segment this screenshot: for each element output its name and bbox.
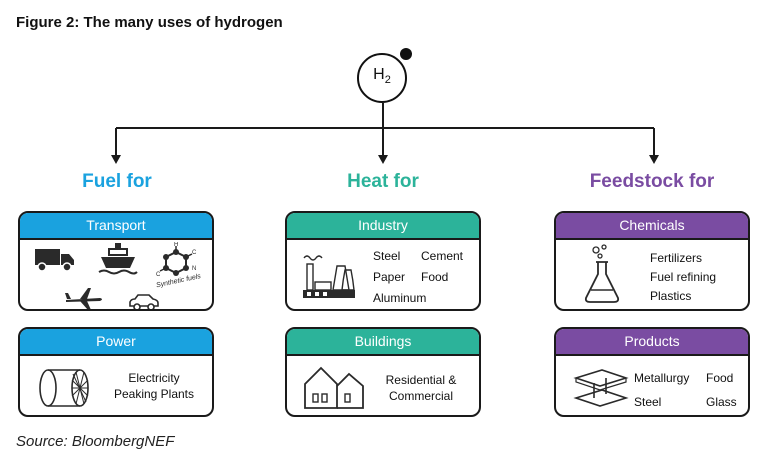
- column-title-fuel: Fuel for: [82, 171, 152, 192]
- electron-dot-icon: [400, 48, 412, 60]
- atom-label: N: [192, 266, 196, 272]
- products-item-glass: Glass: [706, 395, 737, 409]
- chemicals-item-fertilizers: Fertilizers: [650, 251, 703, 265]
- source-note: Source: BloombergNEF: [16, 433, 175, 450]
- chemicals-item-fuel-refining: Fuel refining: [650, 270, 717, 284]
- synthetic-fuels-label: Synthetic fuels: [156, 273, 202, 289]
- card-buildings: Buildings Residential & Commercial: [285, 327, 481, 417]
- factory-icon: [303, 255, 355, 298]
- card-transport: Transport H C N C: [18, 211, 214, 311]
- power-uses-line-2: Peaking Plants: [113, 387, 195, 401]
- hydrogen-symbol: H2: [373, 66, 391, 87]
- card-header-chemicals: Chemicals: [556, 213, 748, 240]
- products-item-steel: Steel: [634, 395, 662, 409]
- industry-item-aluminum: Aluminum: [373, 291, 427, 305]
- arrowhead-feedstock-icon: [649, 155, 659, 164]
- ship-icon: [98, 243, 138, 275]
- atom-label: H: [174, 242, 178, 248]
- products-item-food: Food: [706, 371, 734, 385]
- card-header-transport: Transport: [20, 213, 212, 240]
- industry-item-paper: Paper: [373, 270, 406, 284]
- industry-item-steel: Steel: [373, 249, 401, 263]
- column-title-feedstock: Feedstock for: [589, 171, 715, 192]
- synthetic-fuel-molecule-icon: H C N C Synthetic fuels: [156, 242, 202, 289]
- arrowhead-heat-icon: [378, 155, 388, 164]
- buildings-uses-line-2: Commercial: [388, 389, 453, 403]
- card-industry: Industry Steel Cement Paper Food Aluminu…: [285, 211, 481, 311]
- atom-label: C: [156, 272, 161, 278]
- airplane-icon: [65, 288, 102, 309]
- steel-beam-icon: [573, 369, 629, 407]
- card-chemicals: Chemicals Fertilizers Fuel refining Plas…: [554, 211, 750, 311]
- industry-item-cement: Cement: [421, 249, 464, 263]
- turbine-icon: [39, 369, 89, 407]
- hydrogen-node: H2: [357, 48, 412, 103]
- card-products: Products Metallurgy Food Steel Glass: [554, 327, 750, 417]
- car-icon: [129, 294, 159, 309]
- chemicals-item-plastics: Plastics: [650, 289, 692, 303]
- card-power: Power Electricity Peaking Plants: [18, 327, 214, 417]
- arrowhead-fuel-icon: [111, 155, 121, 164]
- buildings-uses-line-1: Residential &: [385, 373, 457, 387]
- atom-label: C: [192, 250, 197, 256]
- flask-icon: [584, 244, 620, 303]
- column-title-heat: Heat for: [347, 171, 419, 192]
- truck-icon: [35, 249, 74, 272]
- card-header-power: Power: [20, 329, 212, 356]
- houses-icon: [304, 366, 364, 409]
- card-header-products: Products: [556, 329, 748, 356]
- products-item-metallurgy: Metallurgy: [634, 371, 690, 385]
- card-header-buildings: Buildings: [287, 329, 479, 356]
- industry-item-food: Food: [421, 270, 449, 284]
- power-uses-line-1: Electricity: [128, 371, 180, 385]
- figure-title: Figure 2: The many uses of hydrogen: [16, 14, 283, 31]
- card-header-industry: Industry: [287, 213, 479, 240]
